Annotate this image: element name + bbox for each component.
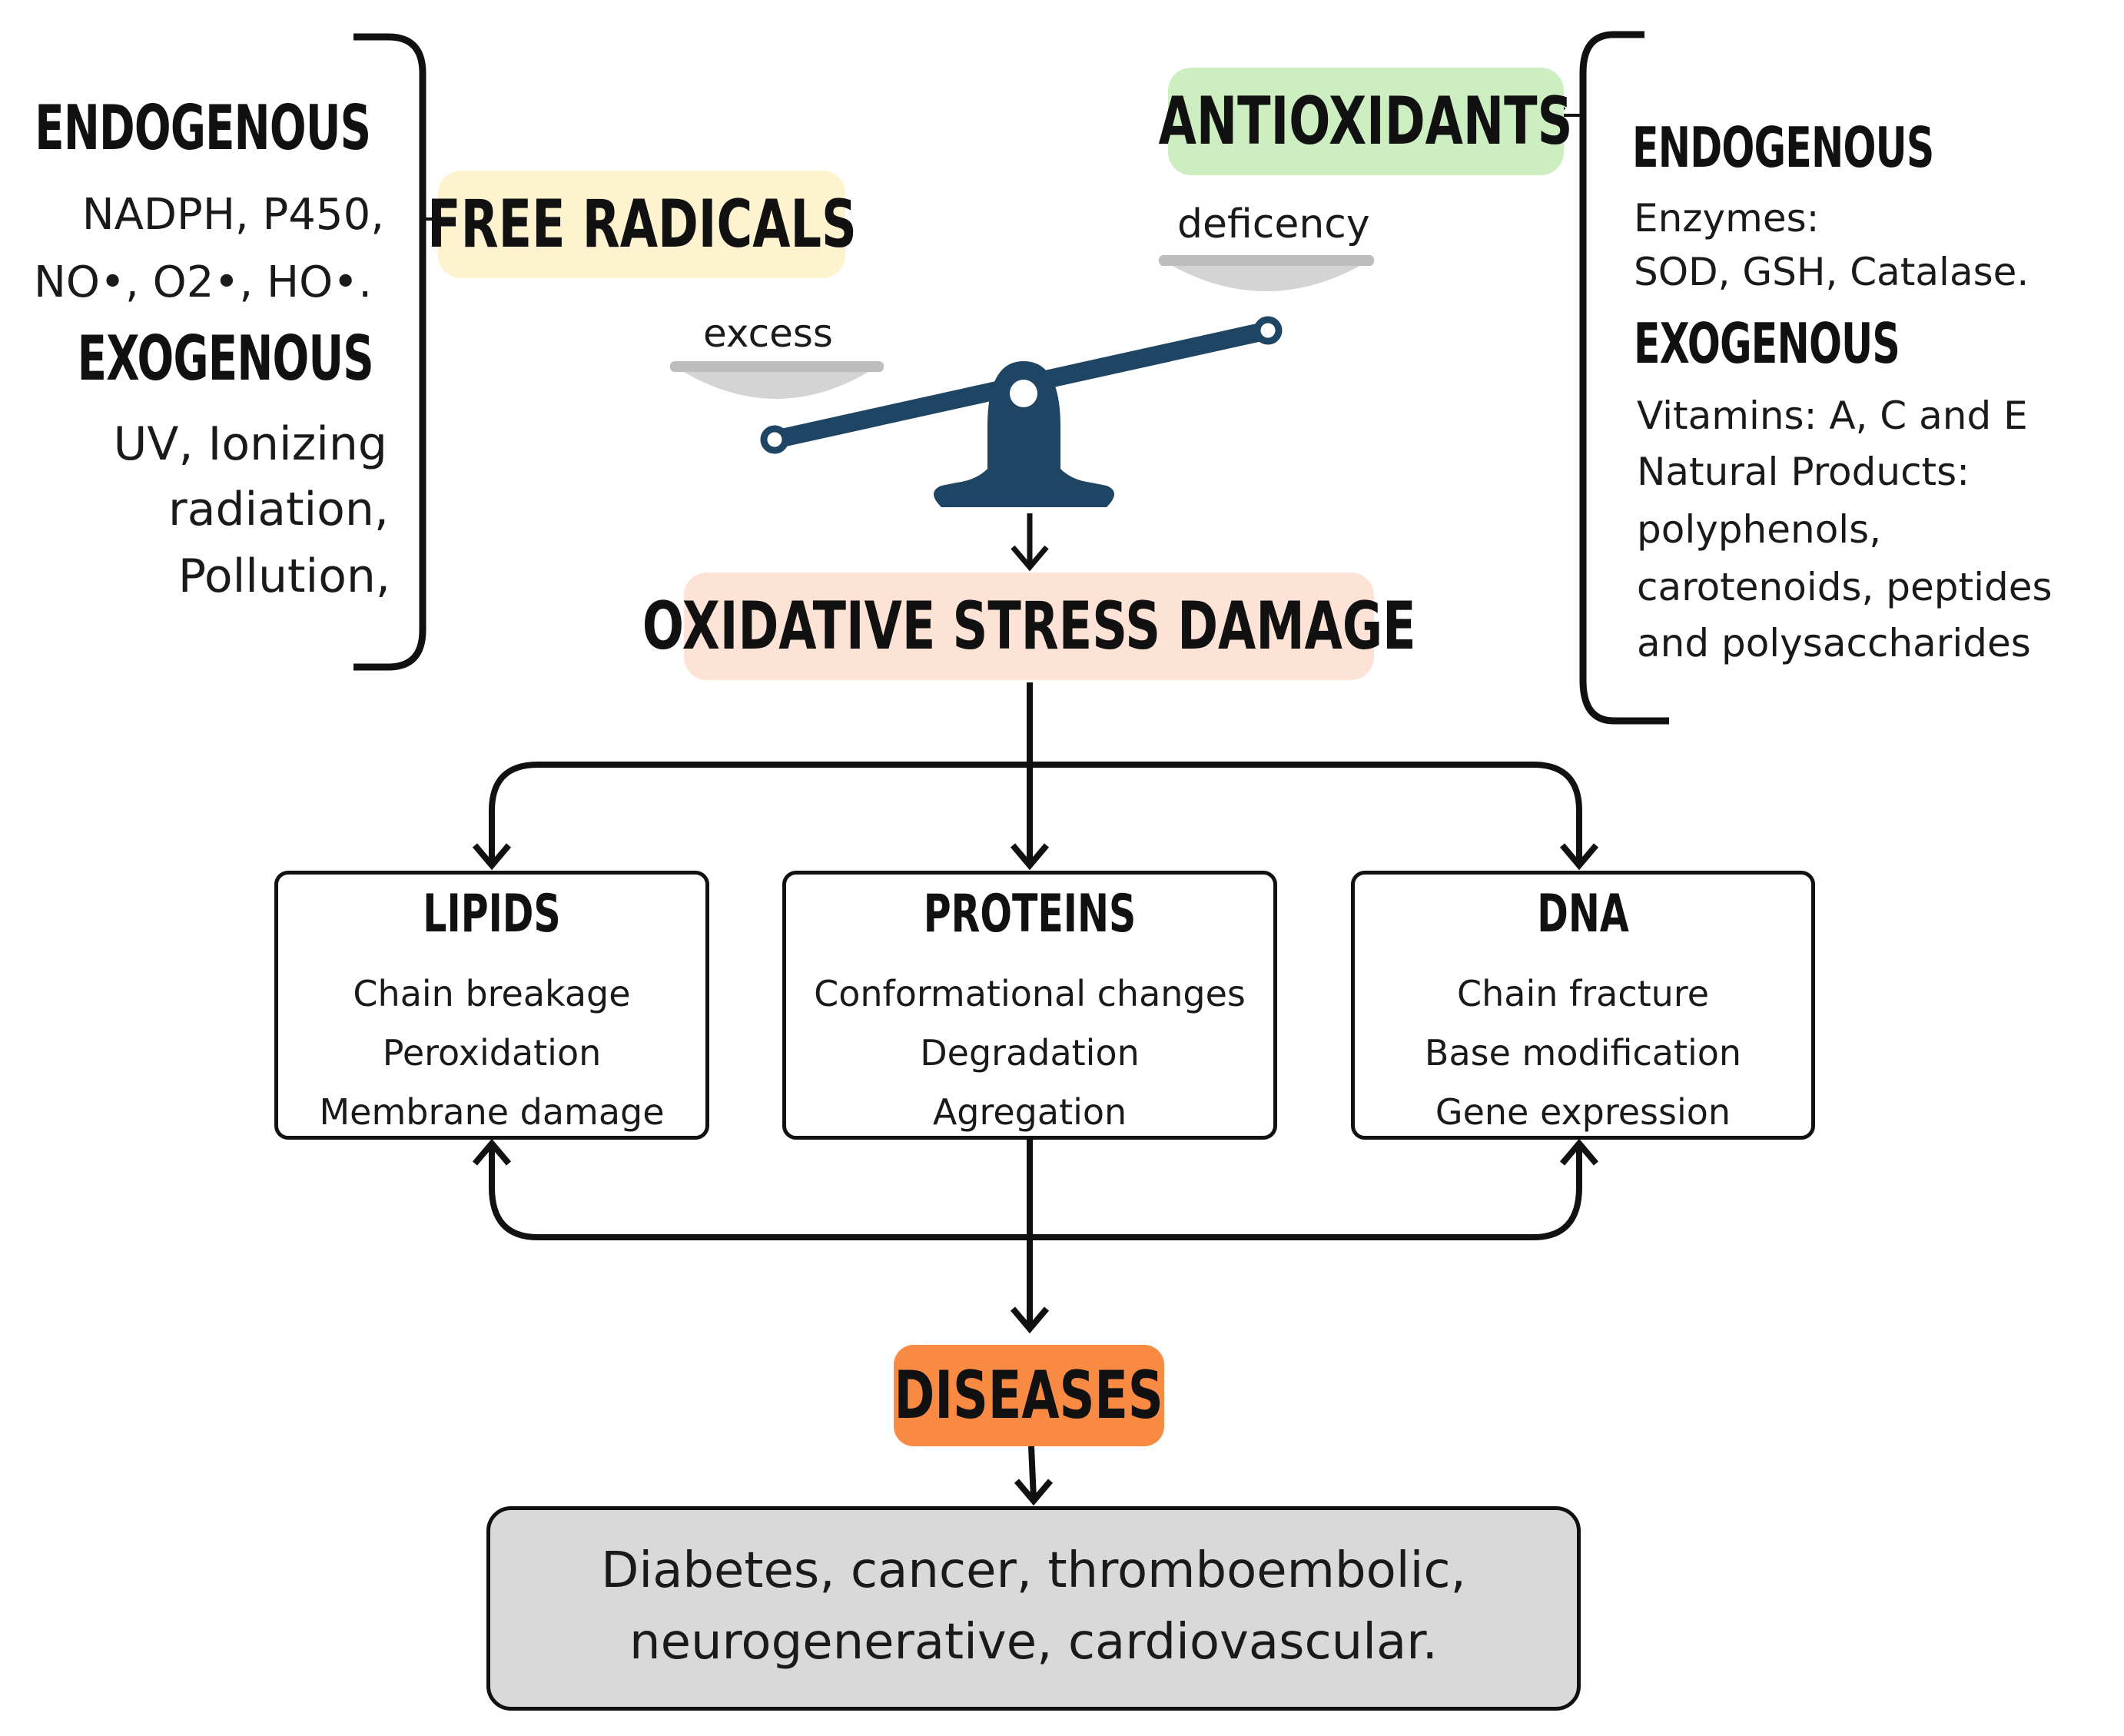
arrow-diseases-to-list xyxy=(1014,1446,1054,1506)
antioxidants-label: ANTIOXIDANTS xyxy=(1159,68,1573,175)
proteins-title: PROTEINS xyxy=(923,884,1137,944)
right-exogenous-line3: polyphenols, xyxy=(1637,507,1882,552)
proteins-box: PROTEINS Conformational changes Degradat… xyxy=(782,871,1277,1140)
dna-title: DNA xyxy=(1537,884,1629,944)
right-exogenous-line2: Natural Products: xyxy=(1637,450,1970,494)
left-endogenous-line1: NADPH, P450, xyxy=(81,190,384,240)
right-bracket xyxy=(1579,31,1669,725)
lipids-title: LIPIDS xyxy=(423,884,561,944)
dna-line-3: Gene expression xyxy=(1435,1091,1731,1133)
right-endogenous-line2: SOD, GSH, Catalase. xyxy=(1634,250,2029,294)
proteins-line-1: Conformational changes xyxy=(814,973,1246,1014)
oxidative-stress-damage-label: OXIDATIVE STRESS DAMAGE xyxy=(642,573,1415,680)
proteins-line-3: Agregation xyxy=(932,1091,1127,1133)
lipids-line-1: Chain breakage xyxy=(353,973,631,1014)
lipids-line-2: Peroxidation xyxy=(382,1032,602,1074)
lipids-box: LIPIDS Chain breakage Peroxidation Membr… xyxy=(274,871,709,1140)
deficency-label: deficency xyxy=(1177,201,1370,247)
left-exogenous-line2: radiation, xyxy=(168,483,389,536)
right-exogenous-line4: carotenoids, peptides xyxy=(1637,565,2053,609)
left-endogenous-heading: ENDOGENOUS xyxy=(34,92,371,164)
arrow-scale-to-oxidative-stress xyxy=(1011,513,1049,572)
free-radicals-label: FREE RADICALS xyxy=(427,171,856,278)
lipids-line-3: Membrane damage xyxy=(319,1091,665,1133)
proteins-line-2: Degradation xyxy=(920,1032,1140,1074)
left-exogenous-heading: EXOGENOUS xyxy=(77,323,374,394)
left-exogenous-line1: UV, Ionizing xyxy=(113,417,387,471)
arrows-targets-to-diseases xyxy=(472,1138,1599,1334)
left-endogenous-line2: NO•, O2•, HO•. xyxy=(34,257,372,307)
dna-line-2: Base modification xyxy=(1424,1032,1742,1074)
right-endogenous-line1: Enzymes: xyxy=(1634,196,1820,241)
dna-line-1: Chain fracture xyxy=(1457,973,1709,1014)
right-exogenous-heading: EXOGENOUS xyxy=(1634,311,1900,376)
disease-list-line1: Diabetes, cancer, thromboembolic, xyxy=(601,1542,1466,1599)
diseases-label: DISEASES xyxy=(894,1345,1164,1446)
right-exogenous-line5: and polysaccharides xyxy=(1637,621,2031,666)
disease-list-box: Diabetes, cancer, thromboembolic, neurog… xyxy=(486,1506,1581,1711)
left-exogenous-line3: Pollution, xyxy=(178,549,390,603)
right-endogenous-heading: ENDOGENOUS xyxy=(1632,115,1934,180)
right-exogenous-line1: Vitamins: A, C and E xyxy=(1637,393,2028,438)
arrows-oxidative-stress-to-targets xyxy=(472,682,1599,871)
left-bracket xyxy=(353,33,426,671)
balance-scale-icon xyxy=(670,255,1374,507)
excess-label: excess xyxy=(703,311,833,356)
disease-list-line2: neurogenerative, cardiovascular. xyxy=(629,1614,1438,1671)
dna-box: DNA Chain fracture Base modification Gen… xyxy=(1351,871,1815,1140)
